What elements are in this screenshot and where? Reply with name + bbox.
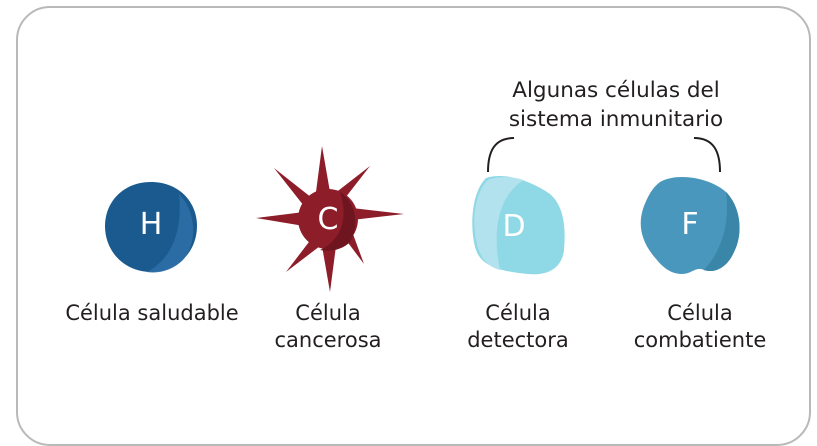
- healthy-cell-letter: H: [139, 207, 163, 242]
- cancer-cell-caption-line-1: Célula: [295, 301, 361, 325]
- fighter-cell-shape: [640, 177, 740, 274]
- healthy-cell-shape: [105, 182, 197, 273]
- healthy-cell-caption-line-1: Célula saludable: [65, 301, 239, 325]
- cancer-cell-shape: [256, 146, 404, 292]
- cancer-cell-caption-line-2: cancerosa: [274, 328, 382, 352]
- detector-cell-shape: [472, 175, 565, 275]
- healthy-cell-caption: Célula saludable: [42, 300, 262, 327]
- fighter-cell-letter: F: [681, 207, 699, 242]
- cancer-cell-letter: C: [317, 202, 339, 237]
- immune-group-label-line-2: sistema inmunitario: [508, 107, 724, 132]
- detector-cell-letter: D: [502, 209, 526, 244]
- detector-cell-caption-line-1: Célula: [485, 301, 551, 325]
- immune-group-label: Algunas células del sistema inmunitario: [466, 76, 766, 134]
- fighter-cell-caption: Célula combatiente: [610, 300, 790, 354]
- detector-cell-caption-line-2: detectora: [467, 328, 569, 352]
- immune-group-bracket: [487, 137, 721, 173]
- cancer-cell-caption: Célula cancerosa: [248, 300, 408, 354]
- immune-group-label-line-1: Algunas células del: [512, 78, 720, 103]
- fighter-cell-caption-line-1: Célula: [667, 301, 733, 325]
- fighter-cell-caption-line-2: combatiente: [633, 328, 767, 352]
- detector-cell-caption: Célula detectora: [438, 300, 598, 354]
